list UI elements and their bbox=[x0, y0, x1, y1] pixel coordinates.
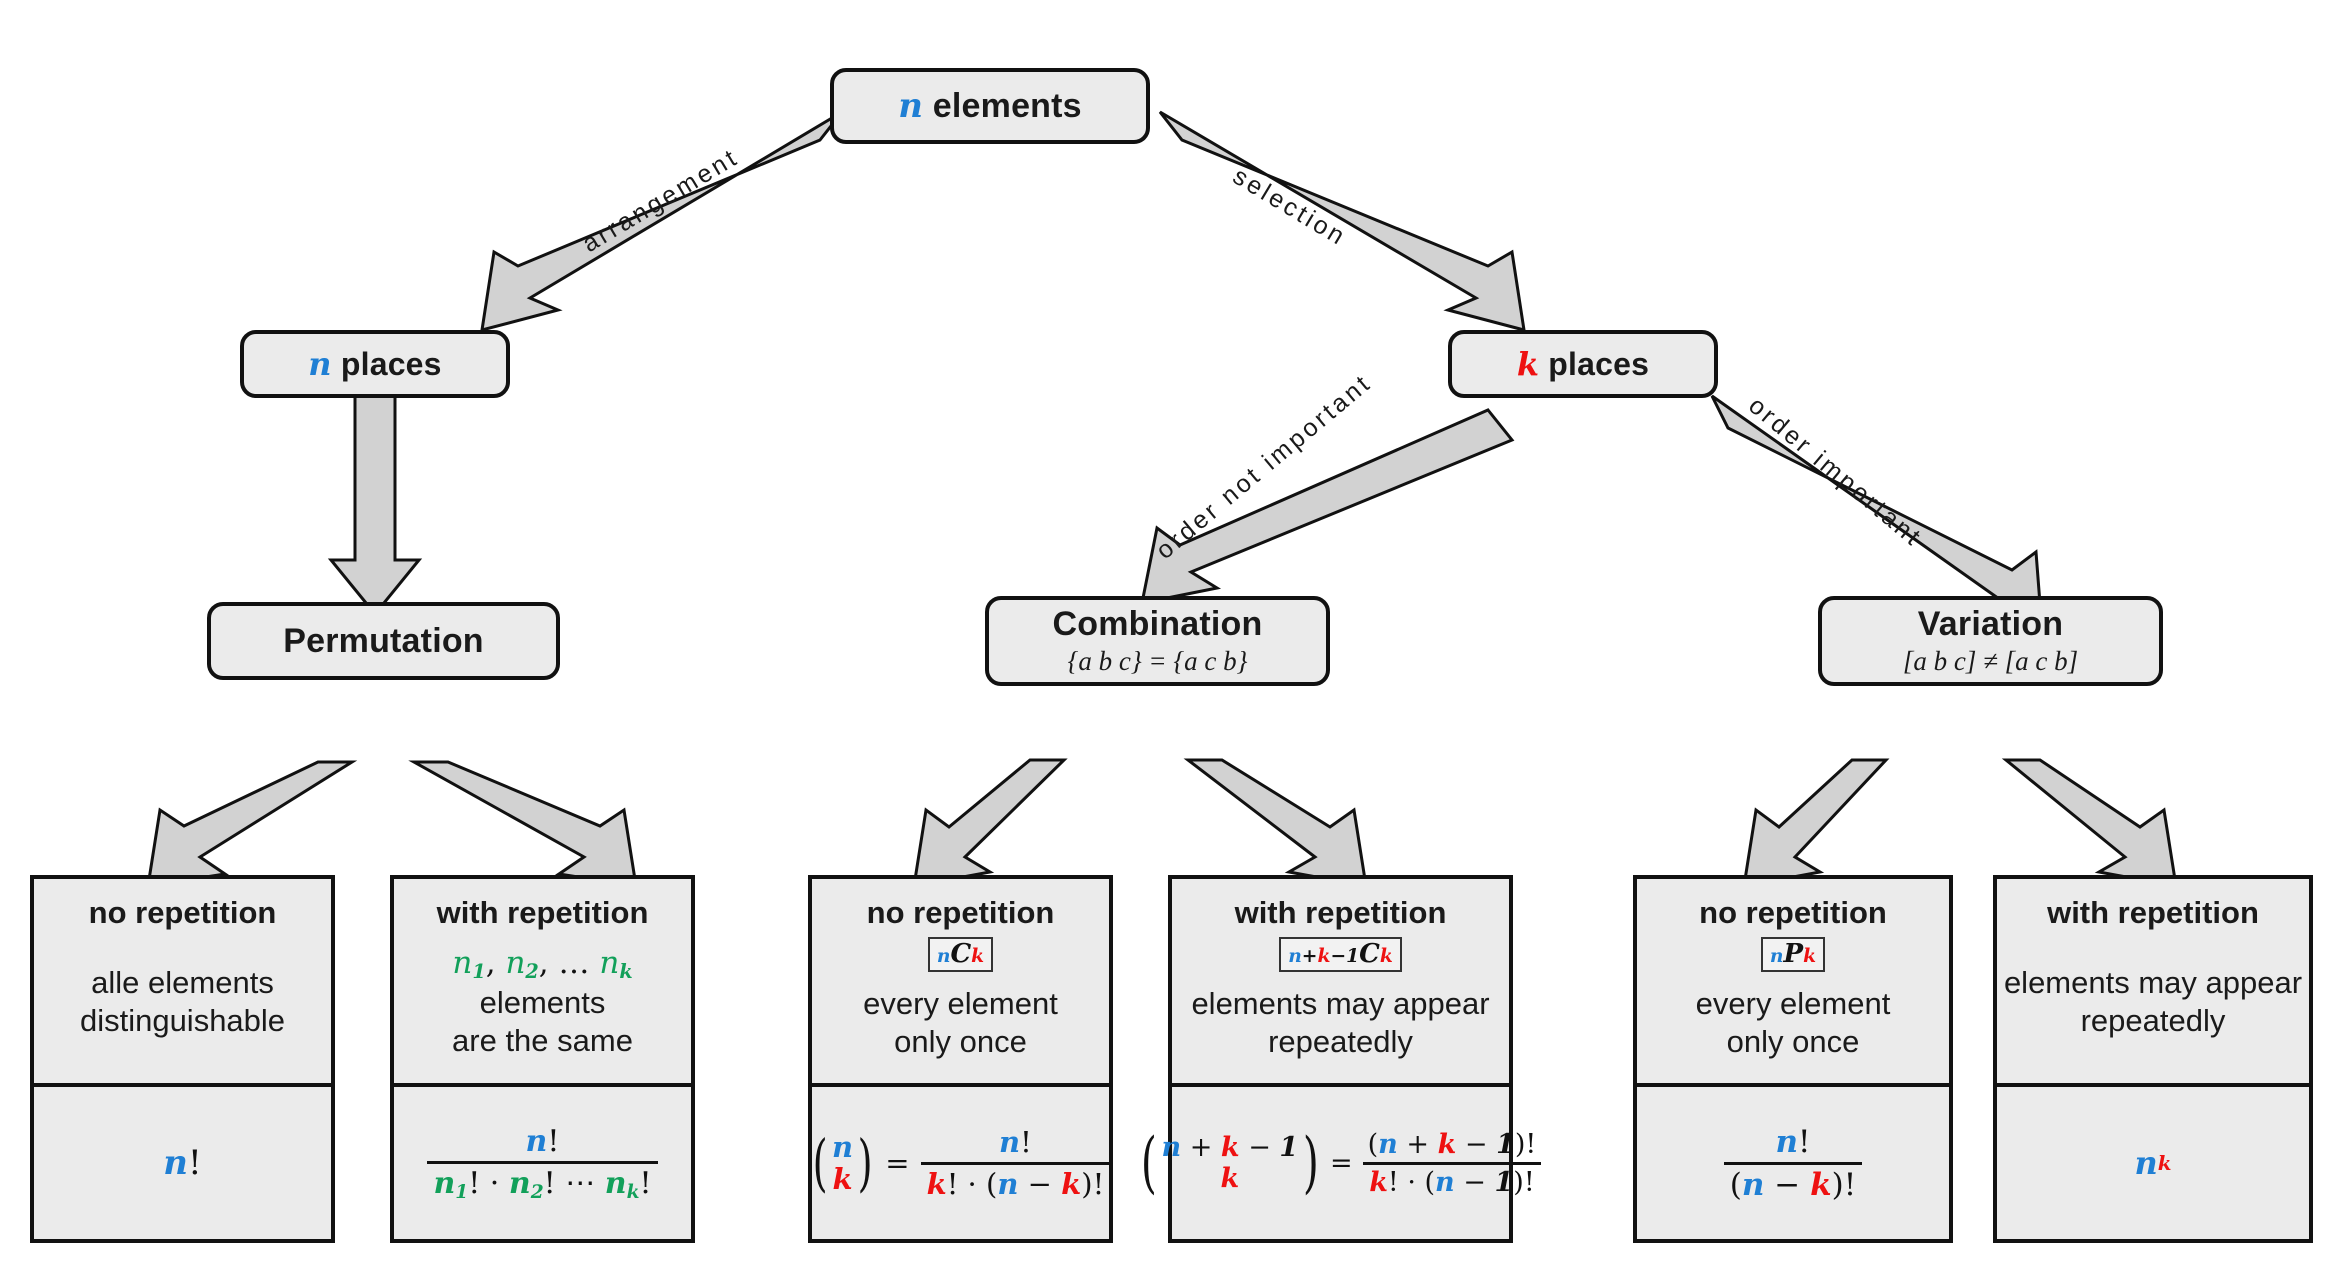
arrow-k-places-to-combination bbox=[1140, 408, 1515, 605]
node-variation-subtitle: [a b c] ≠ [a c b] bbox=[1902, 646, 2079, 676]
node-variation-title: Variation bbox=[1917, 605, 2064, 643]
arrow-n-places-to-permutation bbox=[327, 394, 423, 617]
node-permutation[interactable]: Permutation bbox=[207, 602, 560, 680]
leaf-notation-badge: nPk bbox=[1760, 937, 1826, 972]
leaf-heading: no repetition bbox=[1699, 895, 1887, 930]
leaf-formula: ( n + k − 1 k ) = (n + k − 1)! k! · (n −… bbox=[1141, 1087, 1541, 1239]
node-n-places-label: n places bbox=[308, 345, 442, 383]
leaf-heading: with repetition bbox=[1234, 895, 1447, 930]
node-k-places-label: k places bbox=[1516, 345, 1650, 383]
node-combination-title: Combination bbox=[1052, 605, 1263, 643]
leaf-heading: with repetition bbox=[436, 895, 649, 930]
arrow-variation-to-with-repetition bbox=[2001, 758, 2178, 888]
leaf-formula: n! bbox=[34, 1087, 331, 1239]
leaf-combination-with-repetition[interactable]: with repetition n+k−1Ck elements may app… bbox=[1141, 875, 1541, 1243]
node-combination-subtitle: {a b c} = {a c b} bbox=[1067, 646, 1248, 676]
leaf-upper: with repetition n+k−1Ck elements may app… bbox=[1172, 879, 1509, 1087]
leaf-formula: ( n k ) = n! k! · (n − k)! bbox=[812, 1087, 1111, 1239]
leaf-formula: n! n1! · n2! ⋯ nk! bbox=[394, 1087, 691, 1239]
arrow-combination-to-with-repetition bbox=[1183, 758, 1368, 888]
symbol-k: k bbox=[1516, 345, 1540, 383]
arrow-root-to-k-places bbox=[1158, 110, 1526, 333]
node-n-elements-label: n elements bbox=[898, 86, 1082, 126]
leaf-notation-badge: n+k−1Ck bbox=[1279, 937, 1402, 972]
leaf-heading: no repetition bbox=[88, 895, 277, 930]
arrow-combination-to-no-repetition bbox=[912, 758, 1068, 888]
arrow-permutation-to-with-repetition bbox=[408, 760, 638, 888]
leaf-formula: n! (n − k)! bbox=[1637, 1087, 1949, 1239]
leaf-heading: no repetition bbox=[866, 895, 1055, 930]
math-n: n bbox=[2134, 1144, 2158, 1182]
node-variation[interactable]: Variation [a b c] ≠ [a c b] bbox=[1818, 596, 2163, 686]
math-n-sub-2: n2 bbox=[505, 945, 539, 984]
node-k-places[interactable]: k places bbox=[1448, 330, 1718, 398]
node-n-places[interactable]: n places bbox=[240, 330, 510, 398]
leaf-heading: with repetition bbox=[2047, 895, 2259, 930]
math-factorial: ! bbox=[188, 1143, 202, 1183]
node-permutation-title: Permutation bbox=[283, 621, 484, 660]
arrow-root-to-n-places bbox=[480, 110, 844, 333]
leaf-notation-badge: nCk bbox=[927, 937, 994, 972]
arrow-permutation-to-no-repetition bbox=[146, 760, 358, 888]
arrow-variation-to-no-repetition bbox=[1742, 758, 1890, 888]
math-n: n bbox=[163, 1143, 189, 1183]
node-combination[interactable]: Combination {a b c} = {a c b} bbox=[985, 596, 1330, 686]
symbol-n: n bbox=[898, 86, 924, 126]
math-n-sub-k: nk bbox=[599, 945, 633, 984]
symbol-n: n bbox=[308, 345, 332, 383]
node-n-elements[interactable]: n elements bbox=[830, 68, 1150, 144]
math-k-exponent: k bbox=[2157, 1151, 2172, 1175]
math-n-sub-1: n1 bbox=[452, 945, 486, 984]
